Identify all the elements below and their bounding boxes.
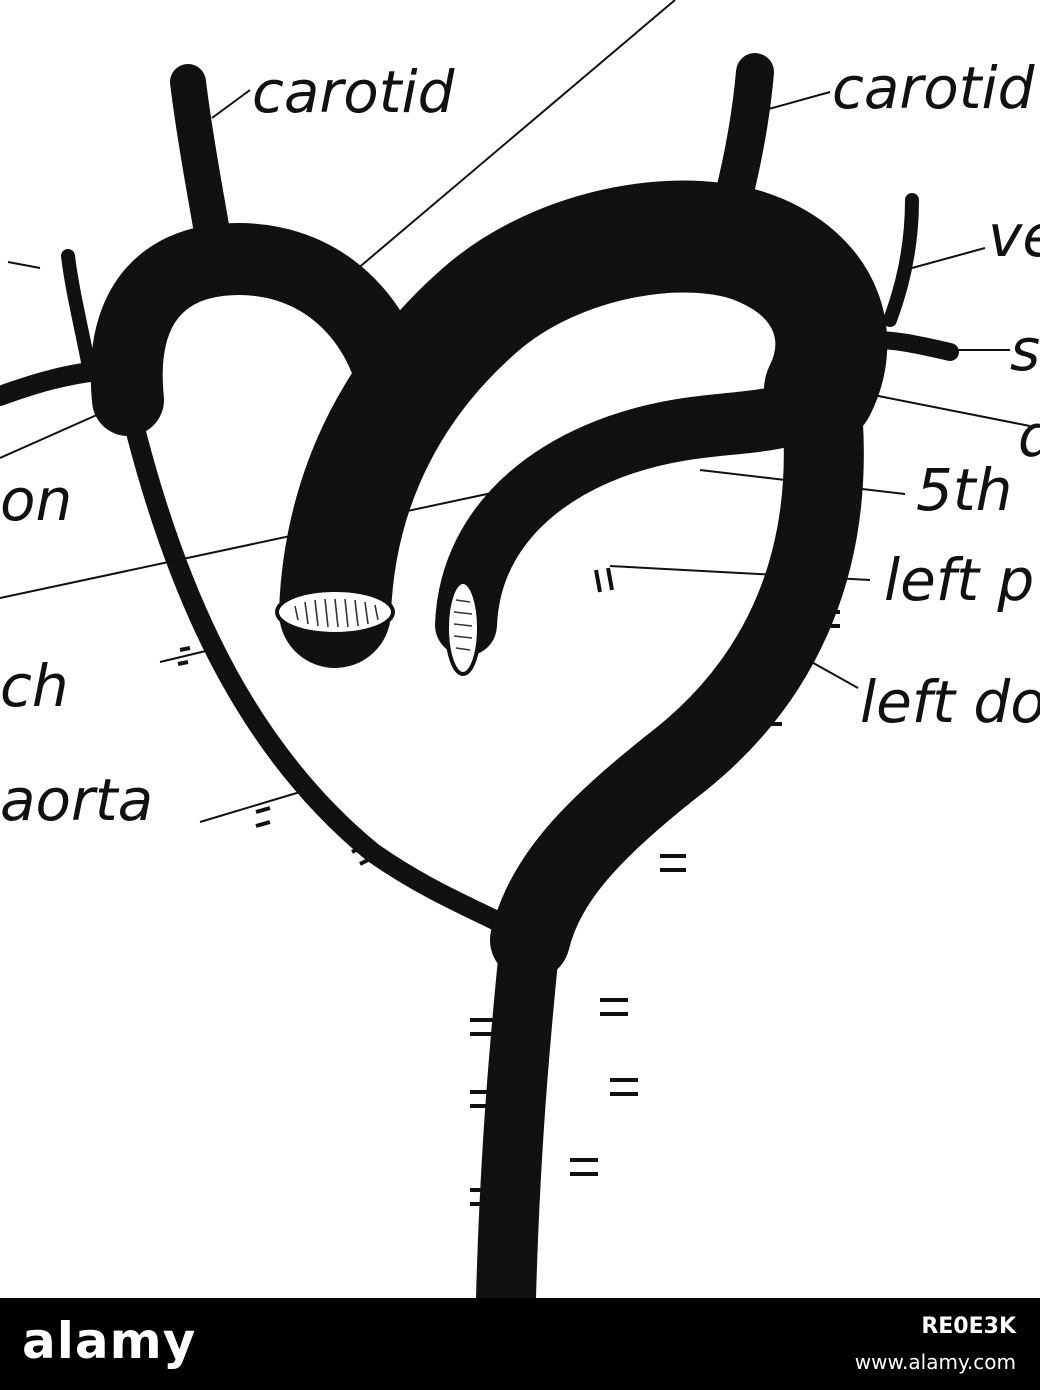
label-left-dorsal-partial: left do xyxy=(860,668,1040,736)
label-carotid-left: carotid xyxy=(252,58,456,126)
segmental-arteries xyxy=(177,451,840,1206)
label-subclavian-left-partial: on xyxy=(0,466,72,534)
label-arch-partial: ch xyxy=(0,652,69,720)
label-vertebral-partial: ve xyxy=(988,202,1040,270)
cut-end-hatch xyxy=(294,598,379,628)
left-carotid-vessel xyxy=(170,64,230,250)
watermark-footer: alamy RE0E3K www.alamy.com xyxy=(0,1298,1040,1390)
aortic-arches-diagram: carotid carotid ve s d 5th left p left d… xyxy=(0,0,1040,1298)
label-ductus-partial: d xyxy=(1018,402,1040,470)
label-subclavian-partial: s xyxy=(1010,316,1040,384)
right-carotid-vessel xyxy=(709,53,774,239)
dorsal-aorta-trunk xyxy=(476,910,560,1298)
right-systemic-arch xyxy=(90,223,436,456)
left-systemic-arch xyxy=(279,180,888,668)
cut-end-pulmonary-hatch xyxy=(453,599,473,651)
label-fifth-arch: 5th xyxy=(916,456,1012,524)
label-aorta-partial: aorta xyxy=(0,766,153,834)
site-url: www.alamy.com xyxy=(854,1350,1016,1374)
pulmonary-arch xyxy=(435,367,851,656)
leader-lines xyxy=(0,0,1031,823)
cut-end-pulmonary xyxy=(445,580,481,676)
label-carotid-right: carotid xyxy=(832,54,1036,122)
left-dorsal-aorta xyxy=(490,350,864,980)
left-subclavian-branch xyxy=(0,249,122,406)
brand-logo: alamy xyxy=(22,1312,197,1370)
cut-end-systemic xyxy=(275,588,395,636)
image-id: RE0E3K xyxy=(921,1314,1016,1339)
diagram-svg: carotid carotid ve s d 5th left p left d… xyxy=(0,0,1040,1298)
right-dorsal-aorta xyxy=(118,390,540,950)
right-subclavian-branch xyxy=(849,193,959,361)
label-left-pulmonary-partial: left p xyxy=(884,546,1034,614)
